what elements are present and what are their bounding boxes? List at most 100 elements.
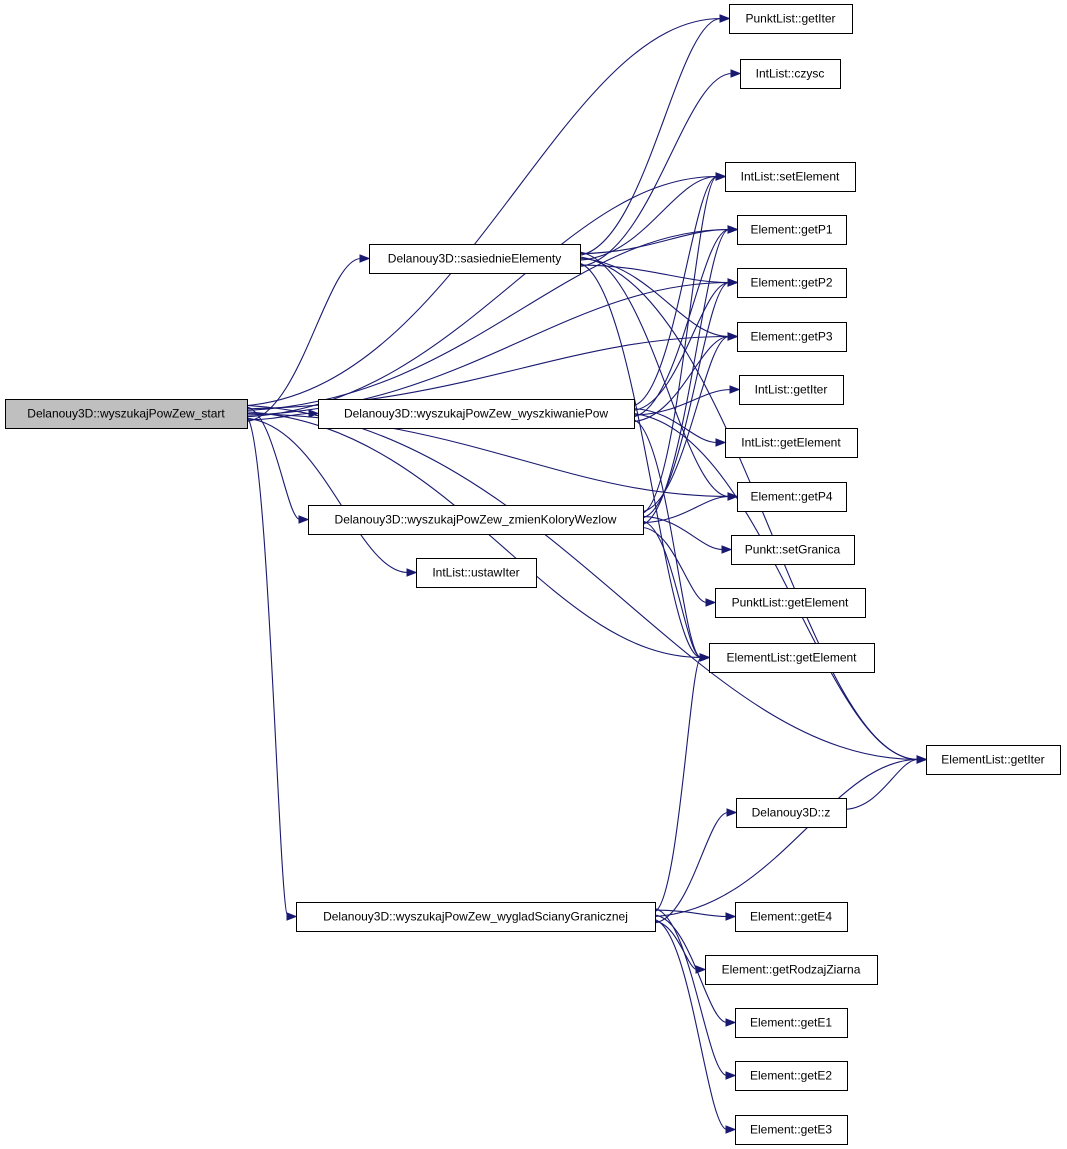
arrowhead-wyglad-to-getE4 xyxy=(725,912,737,921)
arrowhead-zmien-to-setElement xyxy=(715,172,727,181)
node-element-getp3[interactable]: Element::getP3 xyxy=(737,322,847,352)
node-label: Delanouy3D::wyszukajPowZew_wygladScianyG… xyxy=(323,910,628,924)
arrowhead-start-to-sasiednie xyxy=(359,254,371,263)
node-label: Element::getP2 xyxy=(750,276,832,290)
edge-wyglad-to-z xyxy=(654,811,729,924)
node-label: IntList::setElement xyxy=(741,170,840,184)
edge-start-to-sasiednie xyxy=(246,257,362,423)
node-element-getp2[interactable]: Element::getP2 xyxy=(737,268,847,298)
node-element-gete1[interactable]: Element::getE1 xyxy=(735,1008,848,1038)
node-box xyxy=(736,798,847,828)
node-element-gete2[interactable]: Element::getE2 xyxy=(735,1061,848,1091)
edge-zmien-to-punktGetElement xyxy=(642,526,708,604)
node-element-gete4[interactable]: Element::getE4 xyxy=(735,902,848,932)
arrowhead-zmien-to-getP3 xyxy=(727,332,739,341)
edge-wyglad-to-getE1 xyxy=(654,914,728,1024)
node-box xyxy=(739,375,844,405)
edge-wyszkiwanie-to-elemListGetElement xyxy=(633,419,702,659)
arrowhead-zmien-to-getP2 xyxy=(727,278,739,287)
node-label: PunktList::getIter xyxy=(745,12,835,26)
node-intlist-setelement[interactable]: IntList::setElement xyxy=(725,162,856,192)
node-delanouy3d-wyszukajpowzew-zmienkolorywezlow[interactable]: Delanouy3D::wyszukajPowZew_zmienKoloryWe… xyxy=(308,505,644,535)
node-element-getp1[interactable]: Element::getP1 xyxy=(737,215,847,245)
node-box xyxy=(369,244,581,274)
node-label: Element::getP4 xyxy=(750,490,832,504)
edge-wyszkiwanie-to-intGetIter xyxy=(633,388,732,416)
edge-wyszkiwanie-to-elemListGetIter xyxy=(633,412,919,761)
arrowhead-wyszkiwanie-to-intGetIter xyxy=(729,385,741,394)
node-punktlist-getelement[interactable]: PunktList::getElement xyxy=(715,588,866,618)
edge-zmien-to-getP2 xyxy=(642,281,730,519)
node-delanouy3d-sasiednieelementy[interactable]: Delanouy3D::sasiednieElementy xyxy=(369,244,581,274)
arrowhead-start-to-wyglad xyxy=(286,912,298,921)
edge-start-to-wyglad xyxy=(246,416,289,918)
arrowhead-zmien-to-getP1 xyxy=(727,225,739,234)
node-element-getrodzajziarna[interactable]: Element::getRodzajZiarna xyxy=(705,955,878,985)
node-box xyxy=(308,505,644,535)
node-box xyxy=(737,268,847,298)
node-element-getp4[interactable]: Element::getP4 xyxy=(737,482,847,512)
edge-sasiednie-to-getP3 xyxy=(579,257,730,338)
nodes-layer: Delanouy3D::wyszukajPowZew_startDelanouy… xyxy=(5,4,1061,1145)
edge-start-to-getP1 xyxy=(246,228,730,411)
edge-zmien-to-elemListGetElement xyxy=(642,520,702,659)
node-elementlist-getiter[interactable]: ElementList::getIter xyxy=(926,745,1061,775)
node-box xyxy=(715,588,866,618)
node-box xyxy=(731,535,855,565)
node-label: ElementList::getElement xyxy=(726,651,857,665)
edge-zmien-to-setElement xyxy=(642,175,718,514)
node-delanouy3d-wyszukajpowzew-wygladscianygranicznej[interactable]: Delanouy3D::wyszukajPowZew_wygladScianyG… xyxy=(296,902,656,932)
arrowhead-wyglad-to-getE1 xyxy=(725,1018,737,1027)
edge-wyglad-to-elemListGetIter xyxy=(654,758,919,918)
edge-wyszkiwanie-to-setElement xyxy=(633,175,718,407)
node-delanouy3d-wyszukajpowzew-wyszkiwaniepow[interactable]: Delanouy3D::wyszukajPowZew_wyszkiwaniePo… xyxy=(318,399,635,429)
node-box xyxy=(725,428,858,458)
node-box xyxy=(737,322,847,352)
node-label: Punkt::setGranica xyxy=(745,543,841,557)
node-intlist-ustawiter[interactable]: IntList::ustawIter xyxy=(416,558,537,588)
node-label: Delanouy3D::wyszukajPowZew_wyszkiwaniePo… xyxy=(344,407,608,421)
node-label: Delanouy3D::wyszukajPowZew_zmienKoloryWe… xyxy=(335,513,617,527)
edge-wyglad-to-getE4 xyxy=(654,909,728,918)
arrowhead-start-to-zmien xyxy=(298,515,310,524)
node-box xyxy=(735,1008,848,1038)
edge-z-to-elemListGetIter xyxy=(845,758,919,810)
edge-start-to-punktGetIter xyxy=(246,17,722,407)
node-elementlist-getelement[interactable]: ElementList::getElement xyxy=(709,643,875,673)
node-box xyxy=(926,745,1061,775)
arrowhead-sasiednie-to-punktGetIter xyxy=(719,14,731,23)
edge-wyglad-to-elemListGetElement xyxy=(654,656,702,913)
edge-sasiednie-to-setElement xyxy=(579,175,718,261)
node-label: Element::getE3 xyxy=(750,1123,832,1137)
node-intlist-getiter[interactable]: IntList::getIter xyxy=(739,375,844,405)
node-punktlist-getiter[interactable]: PunktList::getIter xyxy=(729,4,853,34)
arrowhead-zmien-to-setGranica xyxy=(721,545,733,554)
arrowhead-wyszkiwanie-to-intGetElement xyxy=(715,438,727,447)
node-punkt-setgranica[interactable]: Punkt::setGranica xyxy=(731,535,855,565)
edge-wyglad-to-getRodzaj xyxy=(654,920,698,971)
edge-start-to-zmien xyxy=(246,406,301,521)
edge-sasiednie-to-getP4 xyxy=(579,251,730,498)
arrowhead-z-to-elemListGetIter xyxy=(916,755,928,764)
node-element-gete3[interactable]: Element::getE3 xyxy=(735,1115,848,1145)
node-box xyxy=(705,955,878,985)
node-box xyxy=(735,902,848,932)
edge-sasiednie-to-elemListGetElement xyxy=(579,262,702,659)
node-label: Element::getE1 xyxy=(750,1016,832,1030)
node-box xyxy=(709,643,875,673)
edge-sasiednie-to-punktGetIter xyxy=(579,17,722,256)
node-intlist-getelement[interactable]: IntList::getElement xyxy=(725,428,858,458)
node-intlist-czysc[interactable]: IntList::czysc xyxy=(740,59,841,89)
edge-zmien-to-getP1 xyxy=(642,228,730,525)
node-label: IntList::getIter xyxy=(755,383,828,397)
arrowhead-wyglad-to-elemListGetElement xyxy=(699,653,711,662)
edge-start-to-ustawIter xyxy=(246,417,409,574)
node-delanouy3d-z[interactable]: Delanouy3D::z xyxy=(736,798,847,828)
arrowhead-sasiednie-to-czysc xyxy=(730,69,742,78)
arrowhead-zmien-to-punktGetElement xyxy=(705,598,717,607)
node-label: Element::getE2 xyxy=(750,1069,832,1083)
node-delanouy3d-wyszukajpowzew-start[interactable]: Delanouy3D::wyszukajPowZew_start xyxy=(5,399,248,429)
edge-start-to-getP2 xyxy=(246,281,730,416)
node-label: PunktList::getElement xyxy=(732,596,849,610)
